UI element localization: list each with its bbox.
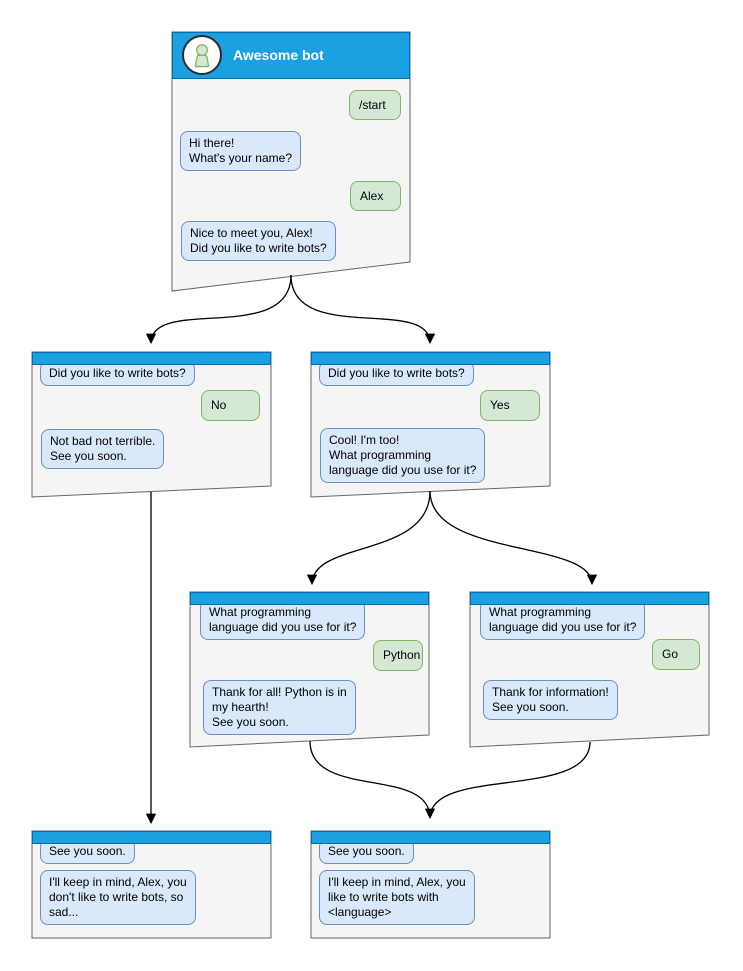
user-message-bubble: /start (349, 90, 401, 120)
node-header-go (470, 592, 709, 605)
arrow-yes-to-go (429, 490, 598, 586)
bot-message-bubble: Cool! I'm too! What programming language… (320, 428, 486, 483)
node-title: Awesome bot (233, 47, 324, 63)
node-header-start: Awesome bot (172, 32, 410, 79)
bot-message-bubble: What programming language did you use fo… (200, 600, 366, 640)
avatar (182, 35, 222, 75)
bot-message-bubble: I'll keep in mind, Alex, you like to wri… (319, 870, 475, 925)
user-message-bubble: Go (652, 639, 700, 670)
arrow-go-to-end (429, 741, 591, 819)
arrow-python-to-end (309, 740, 436, 820)
node-header-answer-no (32, 352, 271, 365)
user-message-bubble: Yes (480, 390, 540, 421)
node-header-python (190, 592, 429, 605)
node-header-end-no (32, 831, 271, 844)
user-message-bubble: No (201, 390, 260, 421)
arrow-start-to-no (145, 274, 292, 345)
node-header-answer-yes (311, 352, 550, 365)
user-message-bubble: Alex (350, 181, 401, 211)
bot-message-bubble: What programming language did you use fo… (480, 600, 646, 640)
arrow-yes-to-python (306, 490, 431, 586)
bot-message-bubble: I'll keep in mind, Alex, you don't like … (40, 870, 196, 925)
node-header-end-yes (311, 831, 550, 844)
bot-message-bubble: Thank for information! See you soon. (483, 680, 618, 720)
bot-message-bubble: Not bad not terrible. See you soon. (41, 429, 165, 469)
arrow-start-to-yes (290, 274, 436, 345)
user-message-bubble: Python (373, 640, 423, 671)
bot-message-bubble: Nice to meet you, Alex! Did you like to … (181, 221, 336, 261)
person-icon (194, 44, 210, 68)
bot-message-bubble: Did you like to write bots? (40, 361, 195, 386)
bot-message-bubble: Did you like to write bots? (319, 361, 474, 386)
bot-message-bubble: Thank for all! Python is in my hearth! S… (203, 680, 356, 735)
bot-message-bubble: Hi there! What's your name? (180, 131, 302, 171)
